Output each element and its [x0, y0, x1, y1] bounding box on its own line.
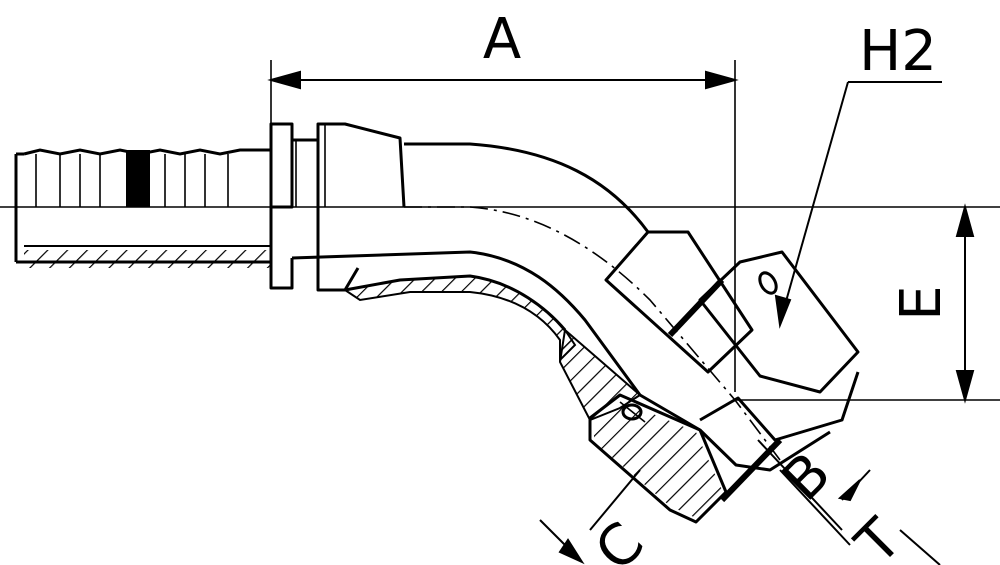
bore-line	[404, 206, 781, 461]
dimension-label-c: C	[583, 510, 657, 565]
elbow-section-hatch	[342, 274, 577, 363]
reference-lines	[0, 60, 1000, 401]
dimension-label-b: B	[770, 440, 843, 513]
flange-one	[269, 122, 294, 209]
bent-tube-upper	[404, 142, 650, 233]
bent-tube-lower	[291, 250, 701, 432]
fitting-body	[269, 122, 860, 524]
swivel-nut-hole	[758, 271, 778, 295]
lower-nut-hatch	[594, 400, 722, 518]
hex-body	[604, 230, 754, 374]
dimension-b	[757, 439, 871, 546]
dimension-label-e: E	[889, 285, 954, 320]
flange-two	[316, 122, 406, 208]
hose-tail	[14, 148, 271, 264]
sleeve-top	[699, 371, 860, 442]
hose-tail-marking-band	[126, 150, 150, 207]
dimension-label-h2: H2	[859, 19, 937, 84]
h2-leader	[774, 81, 942, 329]
dimension-t	[899, 529, 941, 565]
lower-nut	[588, 393, 728, 524]
dimension-c	[539, 469, 641, 565]
tube-lower-hatch	[24, 250, 271, 268]
elbow-lower-hatch	[558, 328, 642, 422]
swivel-nut	[698, 250, 860, 394]
dimension-label-a: A	[483, 7, 521, 72]
dimension-a	[267, 70, 739, 90]
dimension-e	[955, 203, 975, 404]
dimension-label-t: T	[843, 506, 914, 565]
